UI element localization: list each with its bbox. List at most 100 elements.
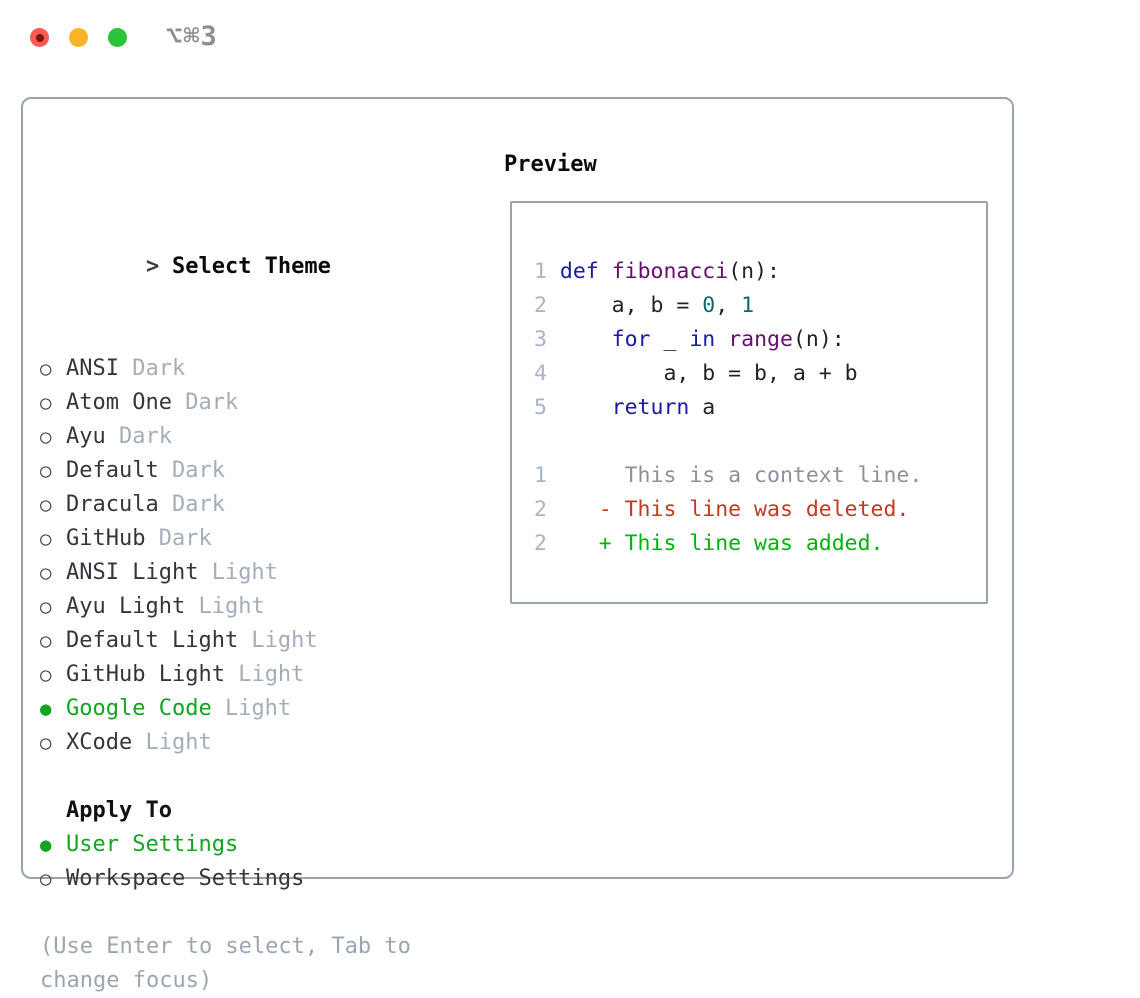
help-text: change focus): [40, 968, 213, 993]
theme-option-default[interactable]: ○ Default Dark: [40, 454, 411, 488]
prompt-caret: >: [145, 254, 160, 279]
variant-label: Light: [198, 560, 278, 585]
code-token-plain: (n):: [728, 259, 780, 284]
help-text: (Use Enter to select, Tab to: [40, 934, 411, 959]
indent: [40, 794, 66, 828]
code-token-del: - This line was deleted.: [559, 497, 910, 522]
selected-radio-icon: ●: [40, 834, 52, 856]
theme-option-ansi[interactable]: ○ANSI Dark: [40, 352, 411, 386]
theme-option-label: Dracula: [66, 492, 159, 517]
radio-icon: ○: [40, 562, 52, 584]
preview-header: Preview: [504, 152, 597, 177]
title-bar: ⌥⌘3: [0, 0, 1140, 70]
window-title: ⌥⌘3: [166, 21, 218, 52]
close-button[interactable]: [30, 28, 49, 47]
line-number: 1: [534, 463, 560, 488]
selected-radio-icon: ●: [40, 698, 52, 720]
code-token-kw: return: [611, 395, 690, 420]
theme-option-dracula[interactable]: ○ Dracula Dark: [40, 488, 411, 522]
theme-option-label: Default: [66, 458, 159, 483]
theme-option-label: Ayu Light: [66, 594, 186, 619]
variant-label: Light: [238, 628, 318, 653]
theme-list: >Select Theme ○ANSI Dark○Atom One Dark○A…: [40, 148, 411, 998]
code-token-plain: [599, 259, 612, 284]
select-theme-title: Select Theme: [171, 254, 331, 279]
diff-line: 2 - This line was deleted.: [534, 493, 922, 527]
theme-option-ayu[interactable]: ○Ayu Dark: [40, 420, 411, 454]
code-line: 2 a, b = 0, 1: [534, 289, 922, 323]
line-number: 2: [534, 293, 560, 318]
theme-option-default-light[interactable]: ○ Default Light Light: [40, 624, 411, 658]
code-token-plain: a, b = b, a + b: [559, 361, 858, 386]
theme-option-label: ANSI Light: [66, 560, 199, 585]
code-token-plain: [715, 327, 728, 352]
radio-icon: ○: [40, 494, 52, 516]
code-token-plain: _: [650, 327, 690, 352]
theme-option-label: ANSI: [66, 356, 119, 381]
code-token-plain: ,: [715, 293, 742, 318]
radio-icon: ○: [40, 630, 52, 652]
theme-option-label: GitHub: [66, 526, 146, 551]
radio-icon: ○: [40, 392, 52, 414]
radio-icon: ○: [40, 732, 52, 754]
code-token-kw: in: [689, 327, 716, 352]
zoom-button[interactable]: [108, 28, 127, 47]
theme-option-github[interactable]: ○ GitHub Dark: [40, 522, 411, 556]
variant-label: Light: [211, 696, 292, 721]
apply-to-option-workspace-settings[interactable]: ○ Workspace Settings: [40, 862, 411, 896]
minimize-button[interactable]: [69, 28, 88, 47]
theme-option-label: GitHub Light: [66, 662, 225, 687]
line-number: 3: [534, 327, 560, 352]
variant-label: Dark: [158, 492, 225, 517]
code-token-lit: 0: [702, 293, 716, 318]
code-line: 5 return a: [534, 391, 922, 425]
theme-option-google-code[interactable]: ● Google Code Light: [40, 692, 411, 726]
code-token-lit: 1: [741, 293, 755, 318]
line-number: 2: [534, 497, 560, 522]
code-token-plain: a, b =: [559, 293, 703, 318]
variant-label: Dark: [171, 390, 239, 415]
theme-selector-panel: >Select Theme ○ANSI Dark○Atom One Dark○A…: [21, 97, 1014, 993]
theme-option-ansi-light[interactable]: ○ ANSI Light Light: [40, 556, 411, 590]
code-line: 4 a, b = b, a + b: [534, 357, 922, 391]
radio-icon: ○: [40, 460, 52, 482]
variant-label: Light: [132, 730, 212, 755]
variant-label: Dark: [158, 458, 225, 483]
code-token-plain: [560, 327, 612, 352]
code-token-kw: def: [559, 259, 599, 284]
line-number: 4: [534, 361, 560, 386]
diff-line: 2 + This line was added.: [534, 527, 922, 561]
theme-option-label: XCode: [66, 730, 133, 755]
theme-option-label: Default Light: [66, 628, 239, 653]
theme-option-label: Atom One: [66, 390, 172, 415]
code-token-fn: fibonacci: [611, 259, 729, 284]
code-line: 3 for _ in range(n):: [534, 323, 922, 357]
radio-icon: ○: [40, 528, 52, 550]
variant-label: Dark: [145, 526, 212, 551]
theme-option-label: Google Code: [66, 696, 212, 721]
variant-label: Dark: [118, 356, 186, 381]
theme-option-atom-one[interactable]: ○ Atom One Dark: [40, 386, 411, 420]
radio-icon: ○: [40, 664, 52, 686]
diff-line: 1 This is a context line.: [534, 459, 922, 493]
theme-option-label: Ayu: [66, 424, 106, 449]
code-token-plain: a: [689, 395, 716, 420]
line-number: 5: [534, 395, 560, 420]
apply-to-option-label: User Settings: [66, 832, 239, 857]
variant-label: Light: [185, 594, 265, 619]
radio-icon: ○: [40, 868, 52, 890]
apply-to-option-label: Workspace Settings: [66, 866, 305, 891]
code-token-plain: (n):: [792, 327, 845, 352]
theme-option-github-light[interactable]: ○GitHub Light Light: [40, 658, 411, 692]
apply-to-title: Apply To: [66, 798, 172, 823]
line-number: 1: [534, 259, 560, 284]
code-token-fn: range: [728, 327, 793, 352]
line-number: 2: [534, 531, 560, 556]
apply-to-option-user-settings[interactable]: ● User Settings: [40, 828, 411, 862]
select-theme-header: > Select Theme: [40, 216, 411, 279]
theme-option-ayu-light[interactable]: ○Ayu Light Light: [40, 590, 411, 624]
theme-option-xcode[interactable]: ○ XCode Light: [40, 726, 411, 760]
